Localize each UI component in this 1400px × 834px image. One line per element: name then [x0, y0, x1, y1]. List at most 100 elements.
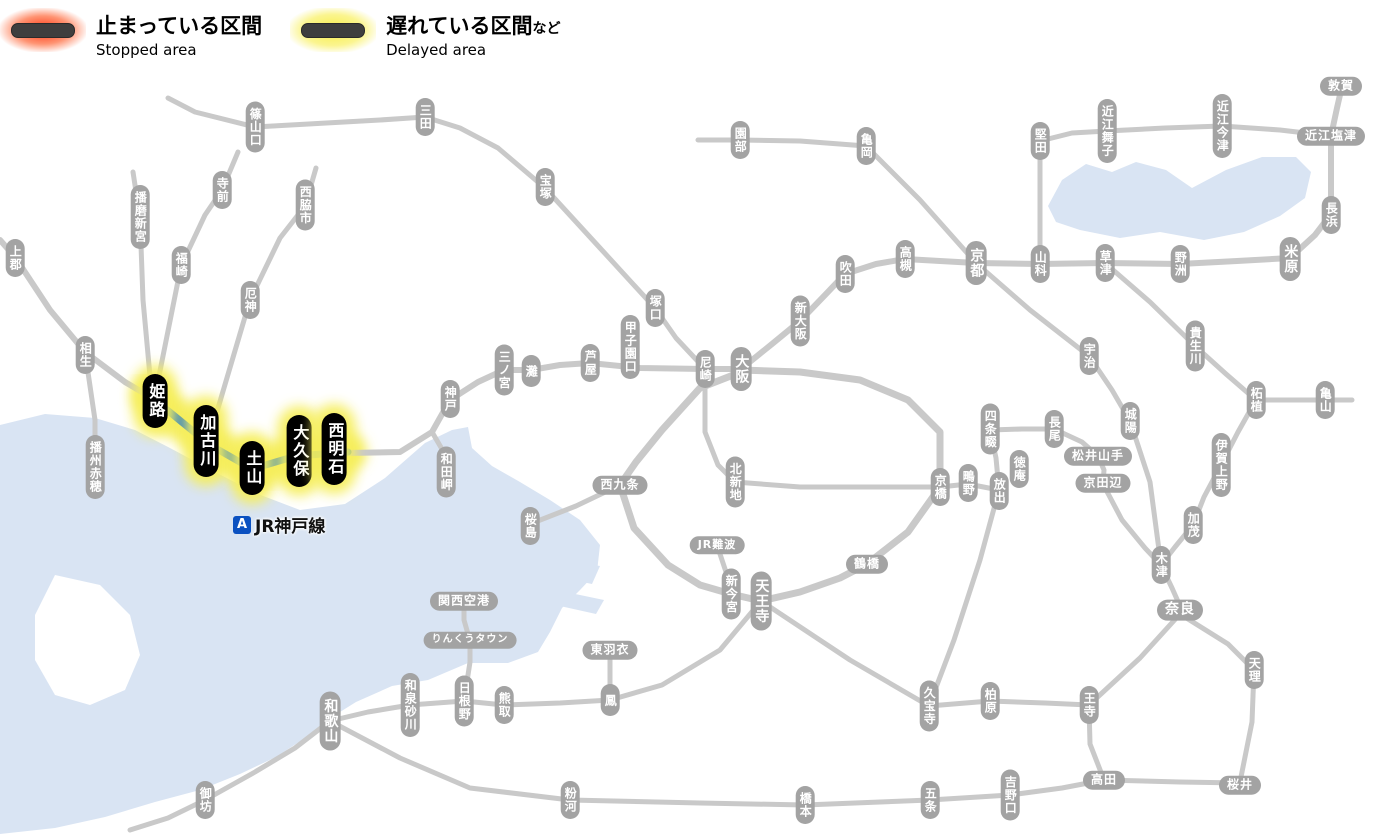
station-pill[interactable]: 長尾: [1044, 410, 1064, 448]
station-pill[interactable]: 近江舞子: [1097, 99, 1117, 163]
station-pill[interactable]: 和田岬: [436, 446, 456, 498]
station-pill[interactable]: 新今宮: [721, 568, 741, 620]
station-pill[interactable]: 柏原: [980, 682, 1000, 720]
station-pill[interactable]: 園部: [730, 121, 750, 159]
station-pill[interactable]: 奈良: [1157, 599, 1203, 621]
legend-stopped: 止まっている区間 Stopped area: [0, 8, 262, 59]
station-pill[interactable]: 宝塚: [535, 168, 555, 206]
station-pill[interactable]: 長浜: [1321, 196, 1341, 234]
station-pill[interactable]: 鴫野: [958, 464, 978, 502]
station-pill[interactable]: 東羽衣: [582, 640, 638, 660]
legend: 止まっている区間 Stopped area 遅れている区間など Delayed …: [0, 8, 560, 59]
station-pill[interactable]: 四条畷: [980, 403, 1000, 455]
station-pill[interactable]: 天王寺: [750, 571, 772, 631]
station-pill[interactable]: 敦賀: [1319, 76, 1363, 96]
station-pill-highlighted[interactable]: 土山: [239, 441, 265, 495]
station-pill[interactable]: 北新地: [725, 456, 745, 508]
station-pill[interactable]: 相生: [75, 336, 95, 374]
station-pill[interactable]: 徳庵: [1009, 450, 1029, 488]
legend-delayed-en: Delayed area: [386, 41, 487, 59]
station-pill[interactable]: 三田: [415, 98, 435, 136]
station-pill[interactable]: 五条: [920, 781, 940, 819]
station-pill-highlighted[interactable]: 西明石: [321, 413, 347, 485]
station-pill-highlighted[interactable]: 姫路: [142, 374, 168, 428]
station-pill[interactable]: 播磨新宮: [130, 185, 150, 249]
station-pill[interactable]: 粉河: [560, 781, 580, 819]
station-pill[interactable]: 草津: [1095, 244, 1115, 282]
station-pill[interactable]: 京田辺: [1075, 473, 1131, 493]
station-pill-highlighted[interactable]: 加古川: [193, 405, 219, 477]
island-layer: [35, 575, 140, 705]
legend-stopped-en: Stopped area: [96, 41, 197, 59]
station-pill[interactable]: 宇治: [1079, 337, 1099, 375]
line-label-jr-kobe[interactable]: A JR神戸線: [233, 512, 325, 537]
station-pill[interactable]: 関西空港: [429, 591, 499, 611]
station-pill[interactable]: 新大阪: [790, 295, 810, 347]
station-pill[interactable]: 京橋: [930, 468, 950, 506]
legend-delayed-jp: 遅れている区間など: [386, 14, 561, 38]
station-pill[interactable]: 尼崎: [695, 350, 715, 388]
station-pill[interactable]: 高槻: [895, 240, 915, 278]
station-pill[interactable]: 福崎: [171, 246, 191, 284]
station-pill[interactable]: 寺前: [212, 171, 232, 209]
station-pill[interactable]: 天理: [1244, 651, 1264, 689]
station-pill[interactable]: 熊取: [494, 686, 514, 724]
station-pill[interactable]: JR難波: [689, 536, 745, 554]
station-pill[interactable]: 近江今津: [1212, 94, 1232, 158]
station-pill[interactable]: 塚口: [645, 289, 665, 327]
station-pill[interactable]: りんくうタウン: [423, 631, 517, 649]
station-pill[interactable]: 王寺: [1079, 686, 1099, 724]
line-letter-icon: A: [233, 515, 251, 534]
station-pill[interactable]: 近江塩津: [1296, 126, 1366, 146]
station-pill[interactable]: 鶴橋: [845, 554, 889, 574]
station-pill[interactable]: 西脇市: [295, 179, 315, 231]
station-pill[interactable]: 貴生川: [1185, 320, 1205, 372]
station-pill[interactable]: 吉野口: [1000, 769, 1020, 821]
station-pill[interactable]: 加茂: [1183, 506, 1203, 544]
station-pill[interactable]: 神戸: [440, 380, 460, 418]
station-pill[interactable]: 西九条: [592, 475, 648, 495]
station-pill[interactable]: 堅田: [1030, 122, 1050, 160]
water-layer: [0, 157, 1311, 834]
station-pill[interactable]: 久宝寺: [919, 680, 939, 732]
station-pill[interactable]: 上郡: [5, 239, 25, 277]
station-pill[interactable]: 三ノ宮: [494, 344, 514, 396]
station-pill[interactable]: 山科: [1030, 245, 1050, 283]
delayed-line-sample-icon: [290, 8, 377, 52]
station-pill[interactable]: 亀山: [1315, 381, 1335, 419]
station-pill[interactable]: 城陽: [1120, 402, 1140, 440]
station-pill[interactable]: 桜島: [520, 507, 540, 545]
station-pill[interactable]: 日根野: [454, 675, 474, 727]
legend-delayed: 遅れている区間など Delayed area: [290, 8, 560, 59]
station-pill-highlighted[interactable]: 大久保: [286, 415, 312, 487]
station-pill[interactable]: 京都: [965, 241, 987, 285]
station-pill[interactable]: 放出: [989, 472, 1009, 510]
line-sample-pill: [301, 22, 366, 38]
station-pill[interactable]: 大阪: [730, 347, 752, 391]
legend-delayed-text: 遅れている区間など Delayed area: [386, 8, 560, 59]
station-pill[interactable]: 甲子園口: [620, 315, 640, 379]
station-pill[interactable]: 伊賀上野: [1211, 433, 1231, 497]
station-pill[interactable]: 厄神: [240, 281, 260, 319]
stopped-line-sample-icon: [0, 8, 86, 52]
station-pill[interactable]: 吹田: [835, 255, 855, 293]
station-pill[interactable]: 野洲: [1170, 245, 1190, 283]
station-pill[interactable]: 播州赤穂: [85, 435, 105, 499]
station-pill[interactable]: 灘: [521, 355, 541, 387]
station-pill[interactable]: 芦屋: [580, 344, 600, 382]
station-pill[interactable]: 御坊: [195, 781, 215, 819]
station-pill[interactable]: 篠山口: [245, 101, 265, 153]
station-pill[interactable]: 柘植: [1246, 381, 1266, 419]
station-pill[interactable]: 桜井: [1218, 775, 1262, 795]
station-pill[interactable]: 木津: [1151, 546, 1171, 584]
station-pill[interactable]: 米原: [1279, 237, 1301, 281]
station-pill[interactable]: 松井山手: [1063, 446, 1133, 466]
station-pill[interactable]: 鳳: [600, 684, 620, 716]
station-pill[interactable]: 高田: [1082, 770, 1126, 790]
station-pill[interactable]: 亀岡: [856, 127, 876, 165]
station-pill[interactable]: 橋本: [795, 786, 815, 824]
station-pill[interactable]: 和泉砂川: [400, 673, 420, 737]
station-pill[interactable]: 和歌山: [319, 691, 341, 751]
